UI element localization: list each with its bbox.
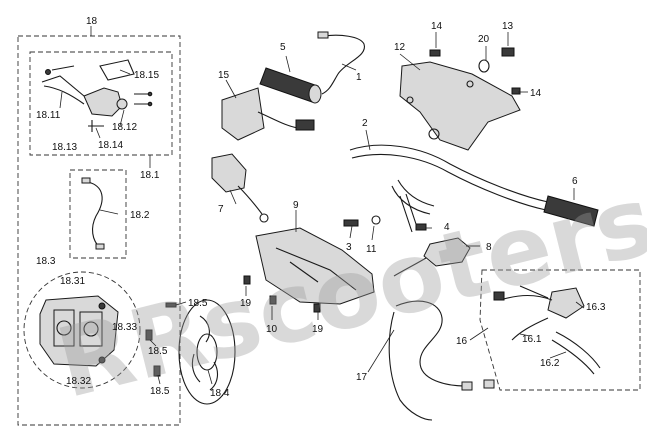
callout-4: 4: [444, 222, 450, 233]
callout-8: 8: [486, 242, 492, 253]
subgroup-18-2-frame: [69, 169, 127, 259]
caliper-assembly: [23, 271, 141, 389]
bolts-18-5: [145, 302, 177, 377]
subgroup-18-1-frame: [29, 51, 173, 156]
handlebar: [349, 144, 549, 233]
right-mirror: [393, 237, 471, 277]
callout-18: 18: [86, 16, 98, 27]
callout-18-5-a: 18.5: [188, 298, 208, 309]
callout-18-3: 18.3: [36, 256, 56, 267]
callout-18-2: 18.2: [130, 210, 150, 221]
callout-12: 12: [394, 42, 406, 53]
handlebar-cover: [399, 61, 521, 151]
leader-lines: [59, 32, 585, 385]
callout-18-32: 18.32: [66, 376, 91, 387]
throttle-cable: [317, 31, 365, 95]
callout-15: 15: [218, 70, 230, 81]
callout-1: 1: [356, 72, 362, 83]
callout-18-12: 18.12: [112, 122, 137, 133]
callout-18-11: 18.11: [36, 110, 61, 121]
brake-cable: [388, 300, 495, 421]
callout-11: 11: [366, 244, 377, 255]
callout-9: 9: [293, 200, 299, 211]
master-cylinder-assembly: [41, 59, 153, 132]
callout-19-a: 19: [240, 298, 252, 309]
callout-16-2: 16.2: [540, 358, 560, 369]
callout-3: 3: [346, 242, 352, 253]
left-grip: [259, 67, 322, 104]
left-switch-housing: [221, 87, 315, 141]
brake-hose: [81, 177, 105, 250]
cover-hardware: [429, 47, 521, 95]
callout-13: 13: [502, 21, 514, 32]
callout-20: 20: [478, 34, 490, 45]
left-mirror: [211, 153, 269, 223]
callout-labels: 1 2 3 4 5 6 7 8 9 10 11 12 13 14 14 15 1…: [36, 16, 606, 399]
callout-7: 7: [218, 204, 224, 215]
callout-18-15: 18.15: [134, 70, 159, 81]
callout-14-right: 14: [530, 88, 542, 99]
callout-18-5-c: 18.5: [150, 386, 170, 397]
group-18-frame: [17, 26, 181, 426]
callout-18-5-b: 18.5: [148, 346, 168, 357]
callout-19-b: 19: [312, 324, 324, 335]
callout-18-14: 18.14: [98, 140, 123, 151]
callout-16-3: 16.3: [586, 302, 606, 313]
small-screws: [243, 215, 427, 313]
callout-10: 10: [266, 324, 278, 335]
callout-18-33: 18.33: [112, 322, 137, 333]
callout-18-1: 18.1: [140, 170, 160, 181]
callout-14-top: 14: [431, 21, 443, 32]
callout-2: 2: [362, 118, 368, 129]
brake-disc: [178, 299, 236, 405]
callout-16: 16: [456, 336, 468, 347]
callout-5: 5: [280, 42, 286, 53]
right-switch-lever: [493, 285, 601, 375]
callout-16-1: 16.1: [522, 334, 542, 345]
callout-17: 17: [356, 372, 368, 383]
callout-18-4: 18.4: [210, 388, 230, 399]
callout-18-13: 18.13: [52, 142, 77, 153]
callout-6: 6: [572, 176, 578, 187]
right-grip: [543, 195, 599, 227]
watermark-text: RRscooters: [46, 164, 647, 420]
group-16-frame: [469, 269, 641, 391]
headlight-housing: [255, 227, 375, 305]
callout-18-31: 18.31: [60, 276, 85, 287]
